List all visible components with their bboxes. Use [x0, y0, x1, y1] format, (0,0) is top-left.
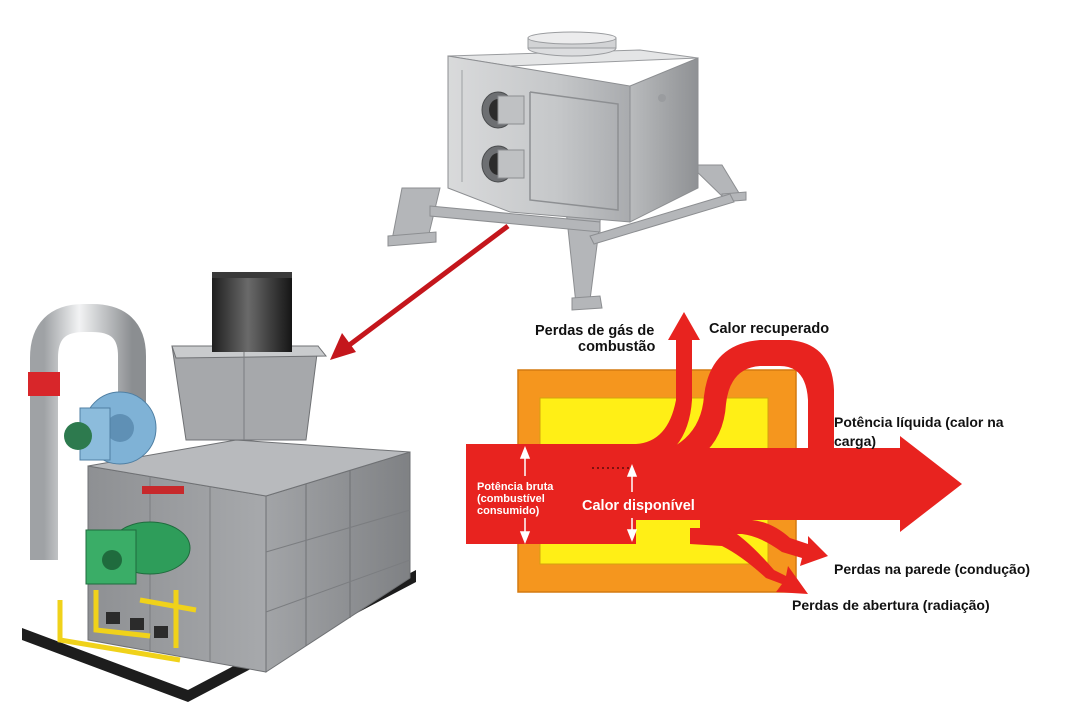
furnace-blower	[64, 391, 157, 465]
label-gross-input-3: consumido)	[477, 505, 540, 517]
exchanger-side	[629, 57, 699, 223]
furnace-duct-pipe	[30, 304, 146, 560]
diagram-labels: Perdas de gás de combustão Calor recuper…	[477, 321, 1030, 613]
gross-input-span-arrow	[519, 445, 531, 545]
label-recovered-heat: Calor recuperado	[709, 321, 829, 337]
exchanger-stand	[387, 164, 747, 311]
label-wall-loss: Perdas na parede (condução)	[834, 561, 1030, 577]
label-flue-gas-loss-2: combustão	[578, 339, 655, 355]
furnace-illustration	[22, 272, 416, 702]
flow-opening-loss	[690, 528, 808, 594]
furnace-base	[22, 570, 416, 702]
label-net-output-1: Potência líquida (calor na	[834, 414, 1004, 430]
furnace-valves	[106, 612, 168, 638]
label-gross-input-1: Potência bruta	[477, 481, 554, 493]
furnace-burner	[85, 521, 191, 585]
heat-exchanger-illustration	[387, 31, 747, 311]
furnace-top	[87, 439, 411, 497]
label-opening-loss: Perdas de abertura (radiação)	[792, 597, 990, 613]
furnace-hood	[171, 345, 319, 441]
label-gross-input-2: (combustível	[477, 493, 545, 505]
exchanger-nozzle-lower	[481, 145, 525, 183]
furnace-chimney	[212, 272, 292, 352]
available-heat-span-arrow	[626, 463, 638, 543]
flow-flue-gas-loss	[636, 312, 700, 468]
furnace-gas-train	[57, 590, 197, 663]
flow-recovered-heat	[636, 340, 834, 480]
energy-flow-diagram	[466, 312, 962, 594]
label-net-output-2: carga)	[834, 433, 876, 449]
flow-net-output	[636, 436, 962, 532]
label-available-heat: Calor disponível	[582, 498, 695, 514]
exchanger-front	[447, 55, 631, 223]
label-flue-gas-loss-1: Perdas de gás de	[535, 323, 654, 339]
exchanger-nozzle-upper	[481, 91, 525, 129]
pointer-arrow	[330, 224, 510, 360]
flow-gross-input	[466, 444, 636, 544]
